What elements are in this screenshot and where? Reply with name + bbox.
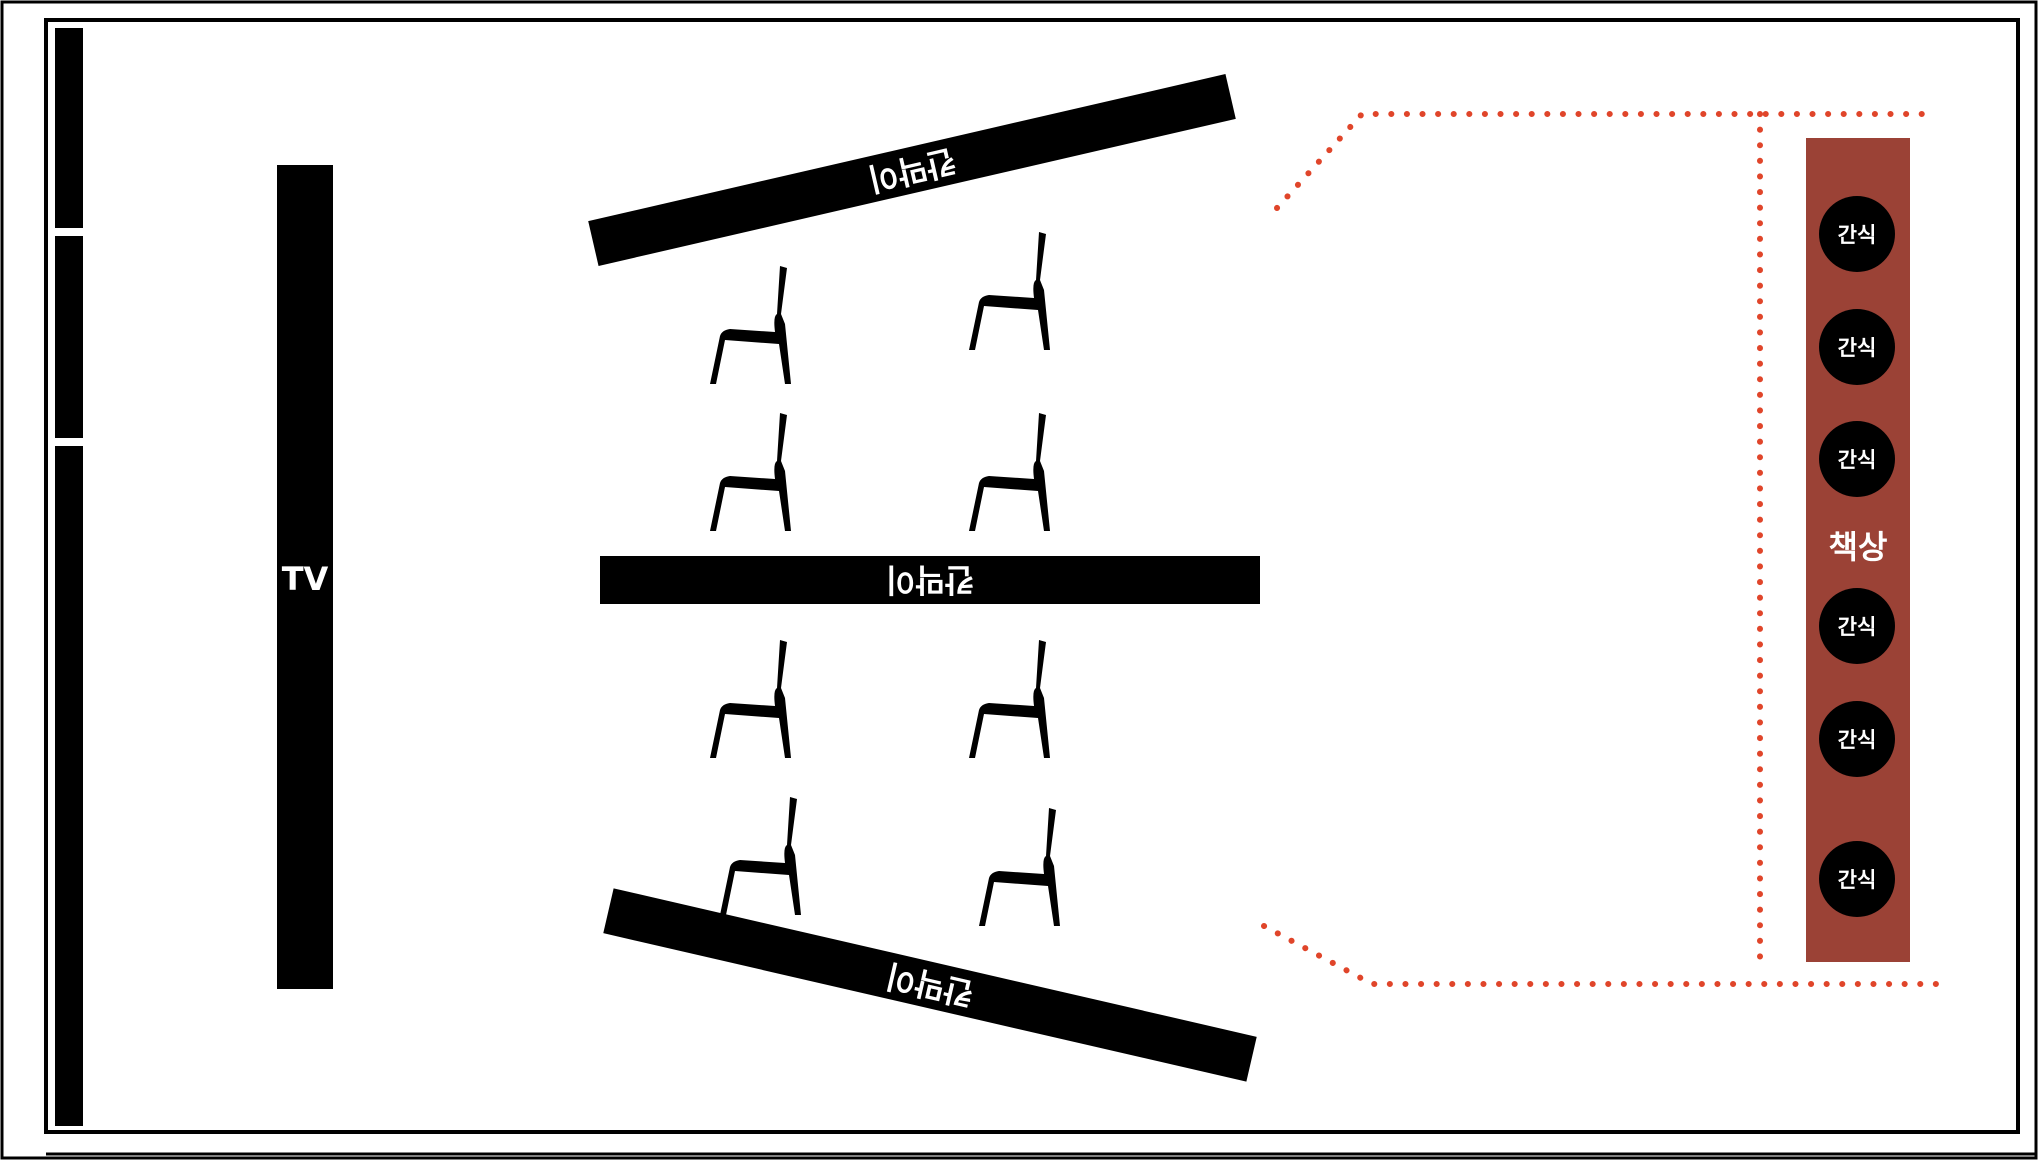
chair [710, 266, 791, 384]
partition-middle: 칸막이 [600, 556, 1260, 604]
snack-circle [1819, 196, 1895, 272]
chair [969, 232, 1050, 350]
snack-circle [1819, 421, 1895, 497]
snack-label: 간식 [1838, 728, 1877, 752]
tv-label: TV [282, 560, 329, 598]
partition-top: 칸막이 [588, 74, 1236, 266]
wall-panel-3 [55, 446, 83, 1126]
dotted-boundary-bottom [1261, 923, 1951, 987]
snack-label: 간식 [1838, 336, 1877, 360]
room-border-inner [44, 18, 2020, 1134]
snack-items: 간식 간식 간식 간식 간식 간식 [1819, 196, 1895, 917]
snack-circle [1819, 841, 1895, 917]
snack-label: 간식 [1838, 448, 1877, 472]
chair [969, 413, 1050, 531]
chair [979, 808, 1060, 926]
partition-middle-label: 칸막이 [886, 561, 974, 599]
snack-circle [1819, 588, 1895, 664]
snack-circle [1819, 701, 1895, 777]
partition-bottom: 칸막이 [603, 888, 1257, 1082]
snack-label: 간식 [1838, 868, 1877, 892]
wall-panel-2 [55, 236, 83, 438]
snack-label: 간식 [1838, 615, 1877, 639]
dotted-boundary [1261, 111, 1951, 987]
dotted-boundary-top [1274, 111, 1935, 211]
chair [710, 413, 791, 531]
snack-circle [1819, 309, 1895, 385]
chair [720, 797, 801, 915]
snack-label: 간식 [1838, 223, 1877, 247]
tv-stand [277, 165, 333, 989]
wall-panel-1 [55, 28, 83, 228]
chair [969, 640, 1050, 758]
desk-label: 책상 [1829, 528, 1888, 566]
chair [710, 640, 791, 758]
desk [1806, 138, 1910, 962]
